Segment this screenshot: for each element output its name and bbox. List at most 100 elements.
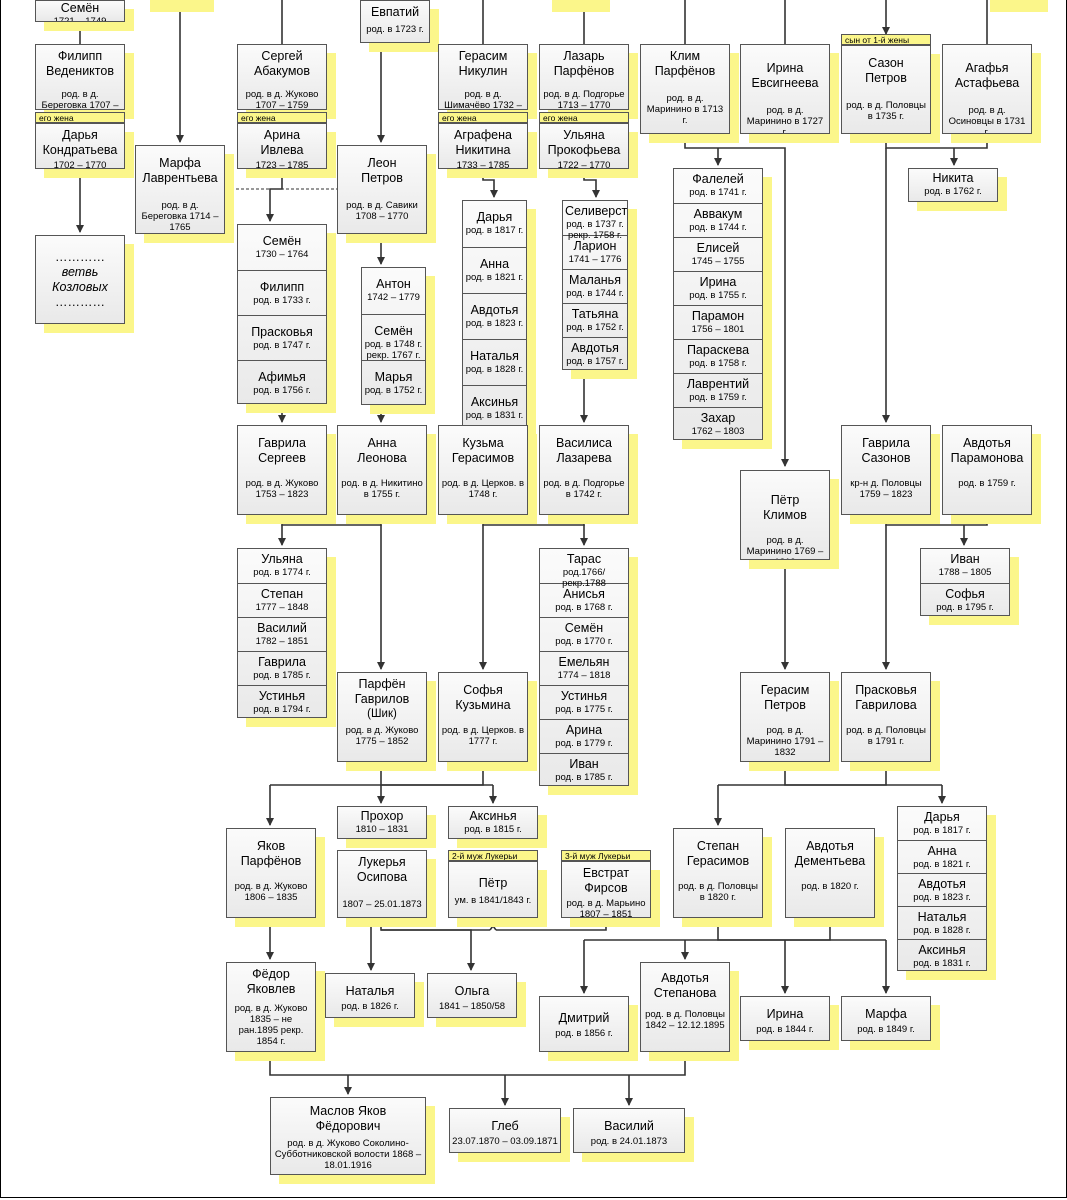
person-dates: род. в д. Савики 1708 – 1770 <box>346 200 418 222</box>
person-dates: род. в 1779 г. <box>555 738 613 749</box>
person-name: Василиса <box>556 436 612 450</box>
person-dates: род. в 1747 г. <box>253 339 311 351</box>
relation-tag: 3-й муж Лукерьи <box>561 850 651 861</box>
person-name: Авдотья <box>806 839 854 853</box>
person-dates: 1745 – 1755 <box>691 256 745 267</box>
person-dates: 1807 – 25.01.1873 <box>342 899 422 910</box>
person-dates: род. в 1759 г. <box>958 478 1016 489</box>
person-name: Анна <box>367 436 397 450</box>
person-name: Софья <box>463 683 503 697</box>
person-dates: род. в 1831 г. <box>465 410 524 421</box>
person-name: Ирина <box>766 1007 804 1021</box>
person-dates: 1756 – 1801 <box>691 324 745 335</box>
person-name: Аксинья <box>918 942 966 957</box>
person-dates: род. в 1756 г. <box>253 384 311 396</box>
person-name: Леон <box>367 156 397 170</box>
person-name: Анна <box>927 843 957 858</box>
person-dates: род. в д. Подгорье в 1742 г. <box>543 478 625 500</box>
person-name: Устинья <box>560 689 608 703</box>
person-dates: род. в д. Жуково 1775 – 1852 <box>345 725 419 747</box>
person-name: Агафья <box>965 61 1009 75</box>
person-dates: род. в д. Жуково 1707 – 1759 <box>245 89 319 110</box>
person-name: Прохор <box>360 809 404 823</box>
connector-line <box>629 1052 686 1076</box>
person-name: Степан <box>260 587 304 601</box>
person-name: Парфёнов <box>553 64 615 78</box>
person-name: Лукерья <box>358 855 406 869</box>
relation-tag: 2-й муж Лукерьи <box>448 850 538 861</box>
person-dates: род. в 1774 г. <box>253 567 311 578</box>
person-dates: род. в д. Церков. в 1748 г. <box>441 478 525 500</box>
connector-line <box>381 929 475 971</box>
person-name: Осипова <box>356 870 408 884</box>
person-name: Климов <box>763 508 807 522</box>
person-dates: 1777 – 1848 <box>255 602 309 613</box>
person-dates: род. в д. Подгорье 1713 – 1770 <box>543 89 625 110</box>
person-name: Наталья <box>917 909 967 924</box>
person-name: Фирсов <box>584 881 628 895</box>
person-dates: род. в 1821 г. <box>913 858 971 870</box>
person-name: Яковлев <box>246 982 296 996</box>
person-name: Пётр <box>478 876 508 890</box>
person-name: Аграфена <box>454 128 512 142</box>
person-name: Дарья <box>476 210 513 224</box>
person-name: Захар <box>700 411 736 425</box>
person-name: Василий <box>257 621 307 635</box>
person-name: Парфёнов <box>240 854 302 868</box>
person-name: Евпатий <box>370 5 420 19</box>
person-name: Герасим <box>458 49 508 63</box>
person-dates: род. в д. Шимачёво 1732 – 1792 <box>444 89 522 110</box>
person-dates: род. в д. Половцы в 1735 г. <box>846 100 926 122</box>
person-dates: род. в д. Половцы 1842 – 12.12.1895 <box>645 1009 725 1031</box>
person-name: Степанова <box>653 986 717 1000</box>
person-dates: род. в 1757 г. <box>566 356 624 367</box>
connector-line <box>496 918 607 931</box>
person-name: Петров <box>764 698 806 712</box>
connector-line <box>482 169 498 198</box>
person-dates: ум. в 1841/1843 г. <box>454 895 532 906</box>
person-name: Емельян <box>558 655 610 669</box>
connector-line <box>269 1052 629 1076</box>
connector-line <box>784 762 887 786</box>
person-name: Аксинья <box>469 809 517 823</box>
person-name: Дарья <box>62 128 98 142</box>
person-name: Иван <box>950 552 980 566</box>
person-dates: род. в д. Береговка 1707 – 1759 <box>41 89 119 110</box>
person-dates: 1722 – 1770 <box>557 160 611 169</box>
person-box: Пётр ум. в 1841/1843 г. <box>448 861 538 918</box>
person-name: Филипп <box>259 279 305 294</box>
